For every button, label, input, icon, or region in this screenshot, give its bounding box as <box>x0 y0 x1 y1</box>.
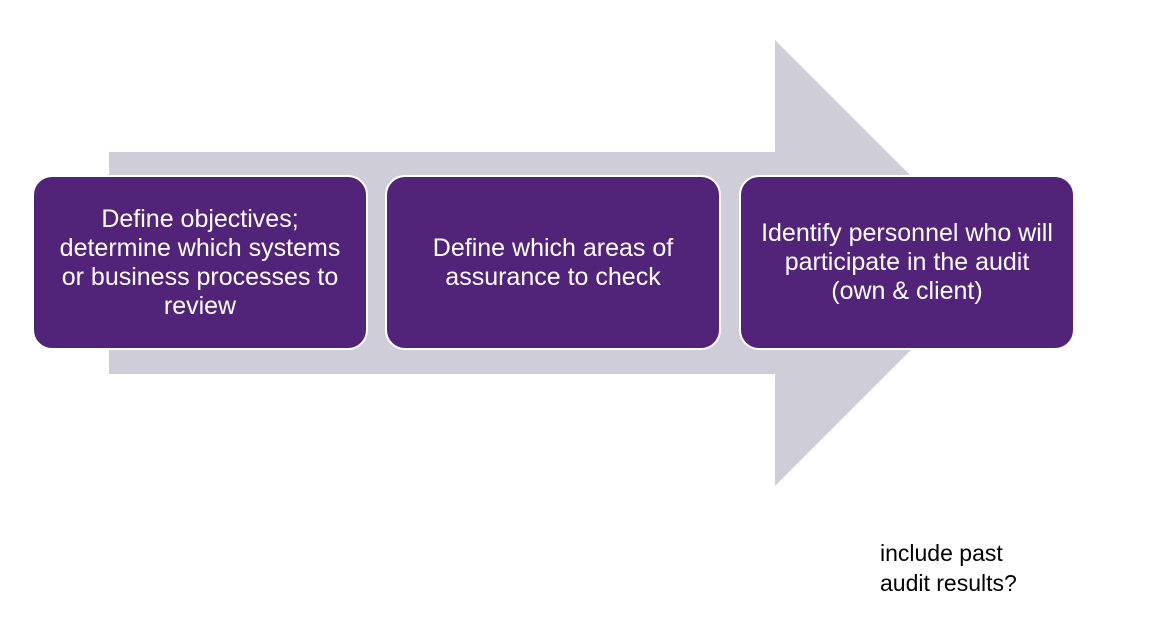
annotation-note: include past audit results? <box>880 540 1017 596</box>
step-define-assurance-areas: Define which areas of assurance to check <box>385 175 721 350</box>
step-label: Define objectives; determine which syste… <box>59 204 341 320</box>
step-label: Identify personnel who will participate … <box>761 219 1053 305</box>
step-label: Define which areas of assurance to check <box>432 233 674 291</box>
step-define-objectives: Define objectives; determine which syste… <box>32 175 368 350</box>
step-identify-personnel: Identify personnel who will participate … <box>739 175 1075 350</box>
